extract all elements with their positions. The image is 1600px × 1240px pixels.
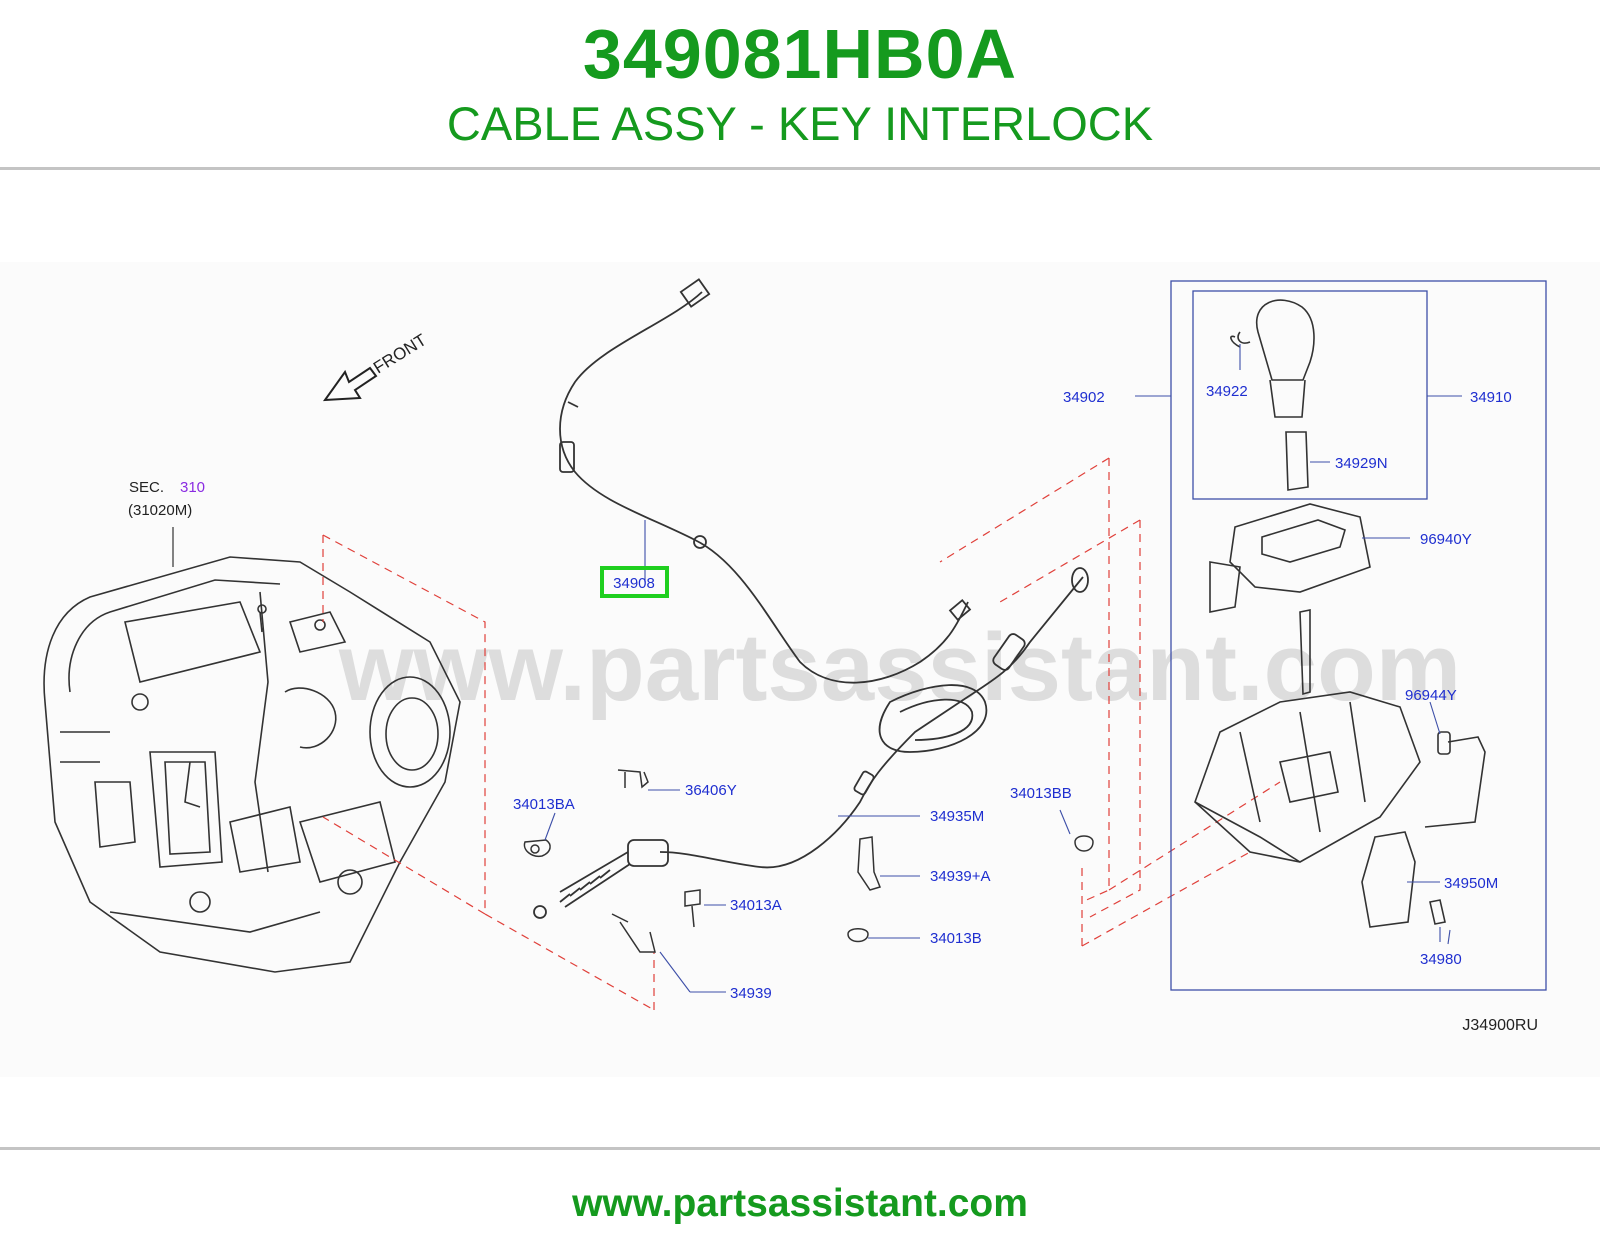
callout-34908[interactable]: 34908	[613, 575, 655, 592]
header-divider	[0, 167, 1600, 170]
sec-sub: (31020M)	[128, 502, 192, 519]
callout-34902[interactable]: 34902	[1063, 389, 1105, 406]
watermark: www.partsassistant.com	[338, 614, 1461, 721]
callout-leaders	[544, 344, 1462, 993]
callout-34950M[interactable]: 34950M	[1444, 875, 1498, 892]
footer-url[interactable]: www.partsassistant.com	[572, 1182, 1028, 1225]
diagram-code: J34900RU	[1462, 1017, 1538, 1034]
callout-34910[interactable]: 34910	[1470, 389, 1512, 406]
assembly-guide-lines	[322, 457, 1281, 1011]
highlight-box	[600, 566, 669, 598]
part-title: CABLE ASSY - KEY INTERLOCK	[446, 97, 1154, 150]
front-label: FRONT	[370, 330, 430, 377]
callout-34929N[interactable]: 34929N	[1335, 455, 1388, 472]
front-arrow-icon	[322, 366, 378, 402]
shift-control-cable	[533, 567, 1089, 919]
footer-divider	[0, 1147, 1600, 1150]
transmission-drawing	[43, 556, 461, 973]
assembly-box-34902	[1170, 280, 1547, 991]
indicator-panel-drawing	[1209, 503, 1371, 613]
callout-34939A-plus[interactable]: 34939+A	[930, 868, 990, 885]
hardware-parts	[523, 769, 1094, 953]
header: 349081HB0A CABLE ASSY - KEY INTERLOCK	[0, 0, 1600, 170]
callout-34939[interactable]: 34939	[730, 985, 772, 1002]
diagram-canvas: www.partsassistant.com FRONT SEC. 310 (3…	[43, 278, 1547, 1034]
assembly-box-34910	[1192, 290, 1428, 500]
callout-34922[interactable]: 34922	[1206, 383, 1248, 400]
shifter-base-drawing	[1194, 609, 1421, 863]
callout-34013B[interactable]: 34013B	[930, 930, 982, 947]
shift-knob-drawing	[1230, 299, 1315, 491]
callout-36406Y[interactable]: 36406Y	[685, 782, 737, 799]
callout-96940Y[interactable]: 96940Y	[1420, 531, 1472, 548]
key-interlock-cable	[559, 278, 972, 684]
callout-96944Y[interactable]: 96944Y	[1405, 687, 1457, 704]
callout-34935M[interactable]: 34935M	[930, 808, 984, 825]
parts-diagram: www.partsassistant.com FRONT SEC. 310 (3…	[0, 262, 1600, 1077]
sec-label: SEC.	[129, 479, 164, 496]
callout-34013BB[interactable]: 34013BB	[1010, 785, 1072, 802]
part-number: 349081HB0A	[582, 15, 1018, 93]
sec-number: 310	[180, 479, 205, 496]
sensor-drawing	[1424, 731, 1486, 828]
solenoid-drawing	[1361, 831, 1446, 928]
callout-labels: 34902 34922 34910 34929N 96940Y 96944Y 3…	[513, 383, 1512, 1002]
callout-34980[interactable]: 34980	[1420, 951, 1462, 968]
callout-34013A[interactable]: 34013A	[730, 897, 782, 914]
callout-34013BA[interactable]: 34013BA	[513, 796, 575, 813]
